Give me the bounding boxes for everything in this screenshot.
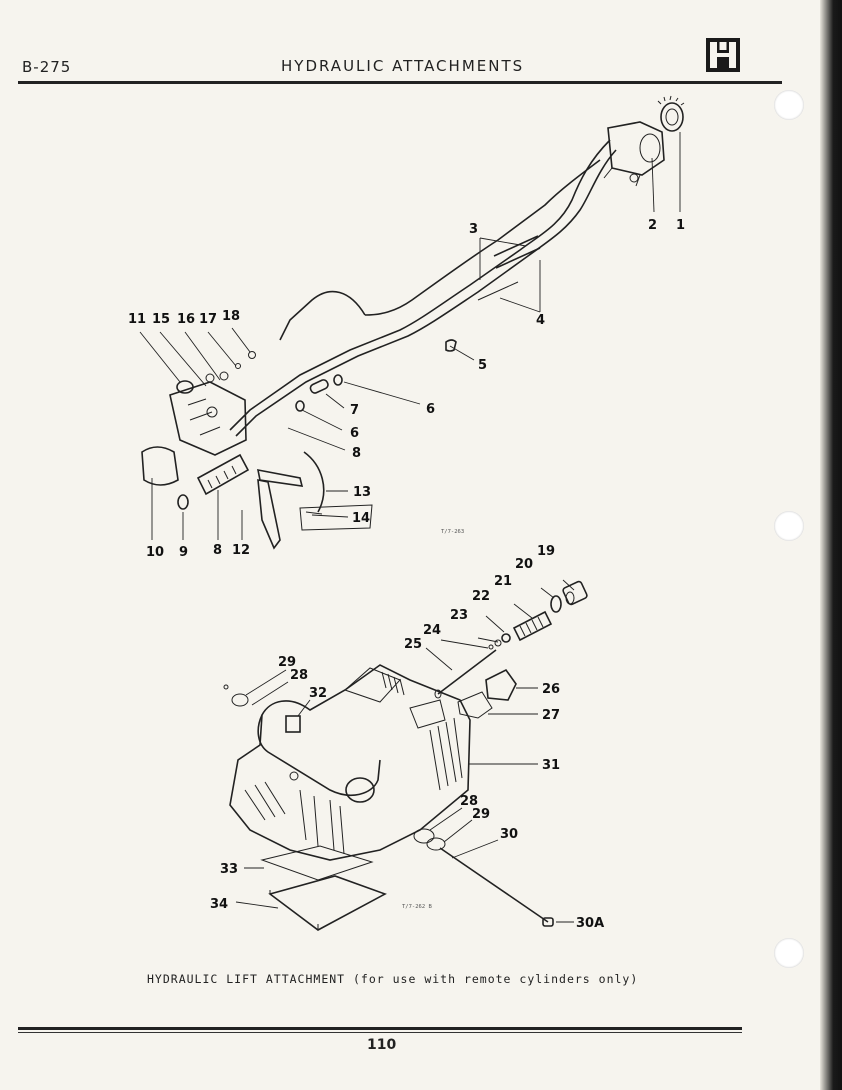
- callout: 8: [213, 543, 222, 558]
- callout: 24: [423, 623, 441, 638]
- figure-caption: HYDRAULIC LIFT ATTACHMENT (for use with …: [147, 972, 639, 986]
- callout: 6: [426, 402, 435, 417]
- drive-gear-part: [657, 95, 685, 132]
- cover-gasket-part: [457, 691, 493, 719]
- callout: 10: [146, 545, 164, 560]
- footer-rule-thin: [18, 1032, 742, 1033]
- section-code: B-275: [22, 58, 72, 76]
- callout: 33: [220, 862, 238, 877]
- callout: 4: [536, 313, 545, 328]
- callout: 7: [350, 403, 359, 418]
- callout: 11: [128, 312, 146, 327]
- callout: 17: [199, 312, 217, 327]
- ball-part: [501, 633, 511, 643]
- upper-washer-part: [231, 693, 249, 707]
- callout: 32: [309, 686, 327, 701]
- dipstick-cap-part: [542, 917, 554, 927]
- callout: 2: [648, 218, 657, 233]
- callout: 28: [290, 668, 308, 683]
- callout: 18: [222, 309, 240, 324]
- relief-rod-part: [437, 649, 497, 695]
- callout: 8: [352, 446, 361, 461]
- bottom-gasket-part: [260, 845, 374, 881]
- pump-body-part: [603, 121, 665, 187]
- plug-part: [562, 580, 588, 606]
- callout: 34: [210, 897, 228, 912]
- callout: 3: [469, 222, 478, 237]
- gasket-part: [141, 446, 179, 486]
- valve-block-part: [169, 351, 256, 456]
- ih-logo-icon: [706, 38, 740, 72]
- callout: 19: [537, 544, 555, 559]
- callout: 30: [500, 827, 518, 842]
- lever-part: [256, 468, 304, 550]
- callout: 30A: [576, 916, 604, 931]
- footer-rule: [18, 1027, 742, 1030]
- upper-assembly: [141, 95, 685, 550]
- callout: 13: [353, 485, 371, 500]
- arm-part: [303, 451, 325, 513]
- lower-leaders: [235, 579, 575, 923]
- callout: 20: [515, 557, 533, 572]
- washer-part: [550, 595, 562, 613]
- page-number: 110: [367, 1037, 397, 1053]
- punch-hole-top: [774, 90, 804, 120]
- lower-washer-part: [413, 828, 435, 844]
- page-title: HYDRAULIC ATTACHMENTS: [281, 57, 525, 75]
- callout: 25: [404, 637, 422, 652]
- upper-labels: 1 2 3 4 5 6 7 6 8 11 15 16 17 18 10 9 8 …: [128, 218, 685, 560]
- callout: 29: [278, 655, 296, 670]
- callout: 31: [542, 758, 560, 773]
- hydraulic-tubes-part: [229, 139, 617, 437]
- plate-part: [299, 504, 373, 531]
- callout: 27: [542, 708, 560, 723]
- spring-part: [512, 610, 553, 642]
- callout: 6: [350, 426, 359, 441]
- punch-hole-middle: [774, 511, 804, 541]
- callout: 23: [450, 608, 468, 623]
- cover-part: [485, 668, 517, 701]
- callout: 29: [472, 807, 490, 822]
- cylinder-part: [196, 453, 250, 496]
- o-ring-part: [177, 494, 189, 510]
- callout: 9: [179, 545, 188, 560]
- upper-leaders: [139, 132, 681, 540]
- punch-hole-bottom: [774, 938, 804, 968]
- dipstick-part: [439, 847, 549, 923]
- figure-ref: T/7-262 B: [402, 904, 432, 910]
- lower-assembly: [223, 580, 588, 931]
- callout: 14: [352, 511, 370, 526]
- callout: 26: [542, 682, 560, 697]
- lower-labels: 19 20 21 22 23 24 25 26 27 29 28 32 31 2…: [210, 544, 604, 931]
- page-edge-shadow: [820, 0, 842, 1090]
- bottom-plate-part: [268, 875, 387, 931]
- callout: 5: [478, 358, 487, 373]
- callout: 16: [177, 312, 195, 327]
- callout: 22: [472, 589, 490, 604]
- callout: 28: [460, 794, 478, 809]
- figure-ref: T/7-263: [441, 529, 464, 535]
- callout: 1: [676, 218, 685, 233]
- couplings-part: [295, 374, 343, 412]
- callout: 12: [232, 543, 250, 558]
- callout: 21: [494, 574, 512, 589]
- reservoir-housing-part: [229, 664, 471, 861]
- header-rule: [18, 81, 782, 84]
- callout: 15: [152, 312, 170, 327]
- clip-part: [445, 339, 457, 352]
